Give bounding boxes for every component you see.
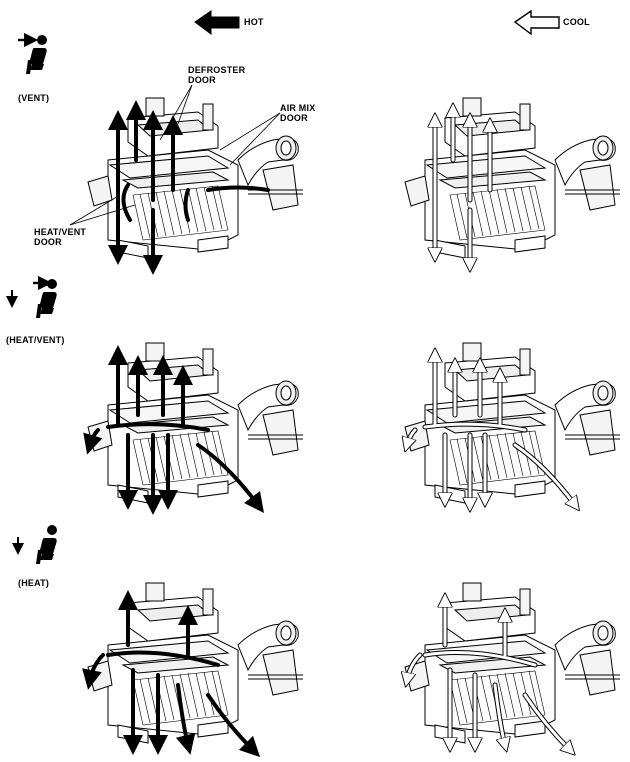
callout-leaders (69, 84, 281, 226)
heat-vent-mode-icon (6, 275, 57, 318)
heat-vent-cool-unit (405, 342, 621, 505)
vent-hot-unit (87, 97, 304, 275)
vent-cool-unit (404, 97, 621, 265)
hot-label: HOT (244, 17, 264, 27)
heat-cool-unit (405, 582, 621, 750)
mode-label-vent: (VENT) (18, 93, 50, 103)
mode-label-heat-vent: (HEAT/VENT) (6, 335, 65, 345)
cool-arrow-icon (513, 9, 560, 36)
vent-mode-icon (18, 32, 47, 74)
mode-label-heat: (HEAT) (18, 578, 50, 588)
heat-mode-icon (12, 525, 57, 564)
hot-arrow-icon (194, 10, 240, 35)
cool-label: COOL (563, 17, 590, 27)
heat-vent-hot-unit (83, 342, 304, 515)
heat-hot-unit (82, 582, 304, 758)
